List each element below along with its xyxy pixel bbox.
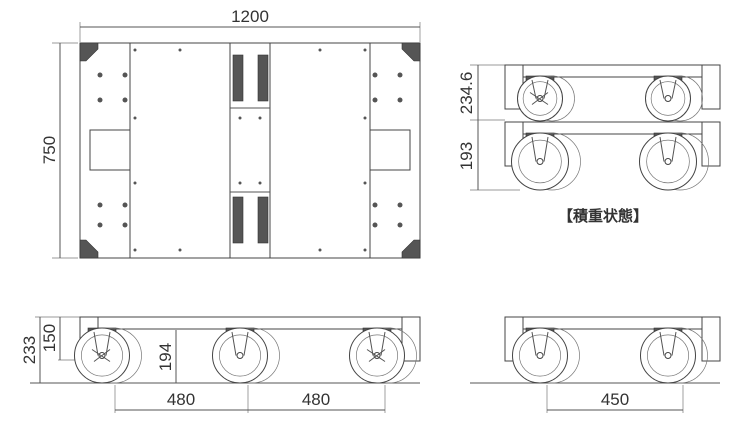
bolt xyxy=(97,72,103,78)
center-bracket xyxy=(257,54,269,102)
wheel-height-dimension: 194 xyxy=(156,343,175,371)
wheel-hub xyxy=(519,334,561,377)
corner-bracket xyxy=(79,239,99,259)
frame-rail xyxy=(504,64,721,78)
center-bracket xyxy=(232,196,244,244)
wheel-hub xyxy=(518,139,562,184)
rivet xyxy=(258,116,262,120)
rivet xyxy=(238,181,242,185)
rivet xyxy=(258,181,262,185)
bolt xyxy=(372,202,378,208)
rivet xyxy=(133,181,137,185)
bolt xyxy=(397,202,403,208)
brake-lever xyxy=(91,349,111,362)
wheel-hub xyxy=(522,81,558,116)
corner-bracket xyxy=(79,42,99,62)
top-view: 1200 750 xyxy=(40,7,421,259)
rivet xyxy=(318,248,322,252)
bolt xyxy=(372,222,378,228)
axle xyxy=(536,352,544,359)
end-post xyxy=(701,121,721,167)
wheel-hub xyxy=(219,334,261,377)
bolt xyxy=(397,97,403,103)
bolt xyxy=(397,72,403,78)
frame-height-dimension: 150 xyxy=(40,324,59,352)
end-post xyxy=(701,316,721,362)
bolt xyxy=(372,72,378,78)
end-post xyxy=(701,64,721,110)
bolt xyxy=(97,97,103,103)
caster-fork xyxy=(231,331,249,356)
corner-bracket xyxy=(401,42,421,62)
rivet xyxy=(133,116,137,120)
caster-fork xyxy=(531,136,549,162)
rivet xyxy=(318,48,322,52)
rivet xyxy=(133,248,137,252)
frame-rail xyxy=(79,316,421,330)
total-height-dimension: 233 xyxy=(20,336,39,364)
caster-fork xyxy=(531,331,549,356)
bolt xyxy=(97,202,103,208)
rivet xyxy=(363,181,367,185)
frame-rail xyxy=(504,121,721,135)
caster-fork xyxy=(659,136,677,162)
spacing-left-dimension: 480 xyxy=(167,390,195,409)
brake-lever xyxy=(529,92,549,105)
stacked-view: 234.6 193 【積重状態】 xyxy=(457,64,721,225)
caster-fork xyxy=(659,331,677,356)
caster-fork xyxy=(659,79,677,99)
brake-lever xyxy=(366,349,386,362)
rivet xyxy=(178,48,182,52)
frame-rail xyxy=(504,316,721,330)
side-view: 233 150 194 480 480 xyxy=(20,316,421,413)
rivet xyxy=(363,248,367,252)
wheel-hub xyxy=(356,334,398,377)
bolt xyxy=(122,222,128,228)
wheel-track-dimension: 450 xyxy=(601,390,629,409)
spacing-right-dimension: 480 xyxy=(302,390,330,409)
bolt xyxy=(397,222,403,228)
bolt xyxy=(122,97,128,103)
bolt xyxy=(97,222,103,228)
bolt xyxy=(122,72,128,78)
center-bracket xyxy=(257,196,269,244)
single-height-dimension: 193 xyxy=(457,142,476,170)
stack-height-dimension: 234.6 xyxy=(457,72,476,115)
wheel-hub xyxy=(646,139,690,184)
rivet xyxy=(238,116,242,120)
bolt xyxy=(122,202,128,208)
end-view: 450 xyxy=(470,316,721,413)
corner-bracket xyxy=(401,239,421,259)
axle xyxy=(664,95,672,102)
width-dimension: 1200 xyxy=(231,7,269,26)
rivet xyxy=(363,48,367,52)
rivet xyxy=(363,116,367,120)
rivet xyxy=(133,48,137,52)
depth-dimension: 750 xyxy=(40,136,59,164)
wheel-hub xyxy=(650,81,686,116)
stacked-caption: 【積重状態】 xyxy=(558,207,648,225)
wheel-hub xyxy=(647,334,689,377)
axle xyxy=(664,158,672,165)
wheel-hub xyxy=(81,334,123,377)
bolt xyxy=(372,97,378,103)
axle xyxy=(536,158,544,165)
rivet xyxy=(178,248,182,252)
axle xyxy=(664,352,672,359)
axle xyxy=(236,352,244,359)
center-bracket xyxy=(232,54,244,102)
